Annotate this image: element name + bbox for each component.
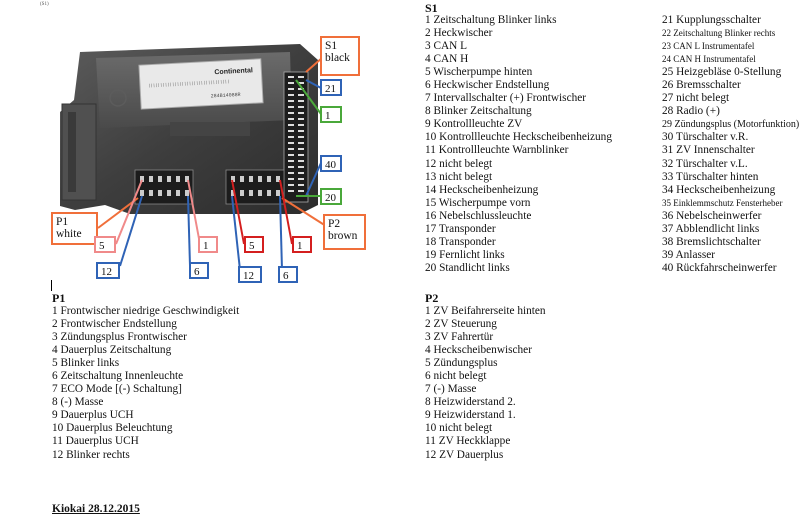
list-item: 4 Heckscheibenwischer xyxy=(425,344,532,357)
p2-pin-list: 1 ZV Beifahrerseite hinten 2 ZV Steuerun… xyxy=(425,305,546,462)
part-number-text: 284B14088R xyxy=(211,92,241,100)
list-item: 8 Blinker Zeitschaltung xyxy=(425,105,532,118)
p1-connector xyxy=(134,169,194,205)
label-s1-pin-40: 40 xyxy=(320,155,342,172)
list-item: 8 (-) Masse xyxy=(52,396,104,409)
list-item: 17 Transponder xyxy=(425,222,496,235)
label-p2-pin-12: 12 xyxy=(238,266,262,283)
list-item: 2 Frontwischer Endstellung xyxy=(52,318,177,331)
list-item: 3 CAN L xyxy=(425,40,468,53)
list-item: 29 Zündungsplus (Motorfunktion) xyxy=(662,119,800,131)
label-p2-pin-5: 5 xyxy=(244,236,264,253)
list-item: 12 ZV Dauerplus xyxy=(425,448,504,461)
list-item: 24 CAN H Instrumentafel xyxy=(662,54,756,65)
list-item: 33 Türschalter hinten xyxy=(662,170,759,183)
list-item: 7 Intervallschalter (+) Frontwischer xyxy=(425,92,587,105)
s1-pin-list-col1: 1 Zeitschaltung Blinker links 2 Heckwisc… xyxy=(425,14,612,275)
p1-heading: P1 xyxy=(52,291,66,305)
list-item: 37 Abblendlicht links xyxy=(662,222,760,235)
label-p2-pin-6: 6 xyxy=(278,266,298,283)
label-p2-connector: P2 brown xyxy=(323,214,366,250)
list-item: 13 nicht belegt xyxy=(425,170,493,183)
label-s1-connector: S1 black xyxy=(320,36,360,76)
list-item: 9 Kontrollleuchte ZV xyxy=(425,118,523,131)
author-date-footer: Kiokai 28.12.2015 xyxy=(52,503,140,515)
header-mark: (S1) xyxy=(40,2,49,7)
list-item: 1 Frontwischer niedrige Geschwindigkeit xyxy=(52,305,240,317)
list-item: 39 Anlasser xyxy=(662,248,716,261)
label-p1-pin-6: 6 xyxy=(189,262,209,279)
list-item: 11 Kontrollleuchte Warnblinker xyxy=(425,144,569,157)
s1-connector-pins xyxy=(288,76,304,192)
list-item: 9 Dauerplus UCH xyxy=(52,409,134,422)
list-item: 10 Dauerplus Beleuchtung xyxy=(52,422,173,435)
list-item: 23 CAN L Instrumentafel xyxy=(662,41,755,52)
list-item: 20 Standlicht links xyxy=(425,261,510,274)
svg-text:||||||||||||||||||||||||||||||: |||||||||||||||||||||||||||||||||| xyxy=(148,79,230,88)
list-item: 7 ECO Mode [(-) Schaltung] xyxy=(52,383,182,396)
list-item: 10 Kontrollleuchte Heckscheibenheizung xyxy=(425,131,612,144)
list-item: 21 Kupplungsschalter xyxy=(662,14,761,26)
list-item: 38 Bremslichtschalter xyxy=(662,235,761,248)
list-item: 2 ZV Steuerung xyxy=(425,318,497,331)
list-item: 1 ZV Beifahrerseite hinten xyxy=(425,305,546,317)
list-item: 15 Wischerpumpe vorn xyxy=(425,196,531,209)
list-item: 28 Radio (+) xyxy=(662,105,720,118)
list-item: 8 Heizwiderstand 2. xyxy=(425,396,516,409)
list-item: 27 nicht belegt xyxy=(662,92,730,105)
list-item: 3 Zündungsplus Frontwischer xyxy=(52,331,187,344)
list-item: 16 Nebelschlussleuchte xyxy=(425,209,532,222)
label-p1-pin-1: 1 xyxy=(198,236,218,253)
list-item: 14 Heckscheibenheizung xyxy=(425,183,539,196)
s1-pin-list-col2: 21 Kupplungsschalter 22 Zeitschaltung Bl… xyxy=(662,14,799,275)
list-item: 6 Heckwischer Endstellung xyxy=(425,79,550,92)
list-item: 3 ZV Fahrertür xyxy=(425,331,494,344)
label-s1-pin-21: 21 xyxy=(320,79,342,96)
list-item: 5 Blinker links xyxy=(52,357,120,370)
label-s1-pin-1: 1 xyxy=(320,106,342,123)
list-item: 22 Zeitschaltung Blinker rechts xyxy=(662,28,776,39)
list-item: 12 Blinker rechts xyxy=(52,448,130,461)
list-item: 40 Rückfahrscheinwerfer xyxy=(662,261,777,274)
list-item: 2 Heckwischer xyxy=(425,27,493,40)
text-cursor xyxy=(51,280,52,291)
list-item: 25 Heizgebläse 0-Stellung xyxy=(662,66,782,79)
list-item: 36 Nebelscheinwerfer xyxy=(662,209,762,222)
list-item: 7 (-) Masse xyxy=(425,383,477,396)
label-p1-connector: P1 white xyxy=(51,212,98,245)
list-item: 32 Türschalter v.L. xyxy=(662,157,748,170)
list-item: 19 Fernlicht links xyxy=(425,248,505,261)
p2-heading: P2 xyxy=(425,291,439,305)
label-s1-pin-20: 20 xyxy=(320,188,342,205)
list-item: 4 CAN H xyxy=(425,53,469,66)
mounting-tab xyxy=(61,103,97,201)
list-item: 18 Transponder xyxy=(425,235,496,248)
list-item: 12 nicht belegt xyxy=(425,157,493,170)
label-p1-pin-12: 12 xyxy=(96,262,120,279)
list-item: 31 ZV Innenschalter xyxy=(662,144,755,157)
list-item: 34 Heckscheibenheizung xyxy=(662,183,776,196)
list-item: 35 Einklemmschutz Fensterheber xyxy=(662,197,783,208)
embossed-logo xyxy=(109,89,127,107)
list-item: 1 Zeitschaltung Blinker links xyxy=(425,14,557,26)
list-item: 11 Dauerplus UCH xyxy=(52,435,139,448)
list-item: 5 Zündungsplus xyxy=(425,357,498,370)
list-item: 10 nicht belegt xyxy=(425,422,493,435)
pointer-lines xyxy=(97,57,327,271)
s1-heading: S1 xyxy=(425,1,438,15)
list-item: 9 Heizwiderstand 1. xyxy=(425,409,516,422)
list-item: 4 Dauerplus Zeitschaltung xyxy=(52,344,172,357)
list-item: 5 Wischerpumpe hinten xyxy=(425,66,533,79)
label-sticker: Continental ||||||||||||||||||||||||||||… xyxy=(138,58,264,110)
list-item: 11 ZV Heckklappe xyxy=(425,435,511,448)
label-p2-pin-1: 1 xyxy=(292,236,312,253)
brand-text: Continental xyxy=(214,67,253,76)
p1-pin-list: 1 Frontwischer niedrige Geschwindigkeit … xyxy=(52,305,239,462)
list-item: 30 Türschalter v.R. xyxy=(662,131,749,144)
label-p1-pin-5: 5 xyxy=(94,236,116,253)
module-diagram: Continental ||||||||||||||||||||||||||||… xyxy=(60,44,327,271)
list-item: 26 Bremsschalter xyxy=(662,79,741,92)
list-item: 6 nicht belegt xyxy=(425,370,487,383)
list-item: 6 Zeitschaltung Innenleuchte xyxy=(52,370,184,383)
